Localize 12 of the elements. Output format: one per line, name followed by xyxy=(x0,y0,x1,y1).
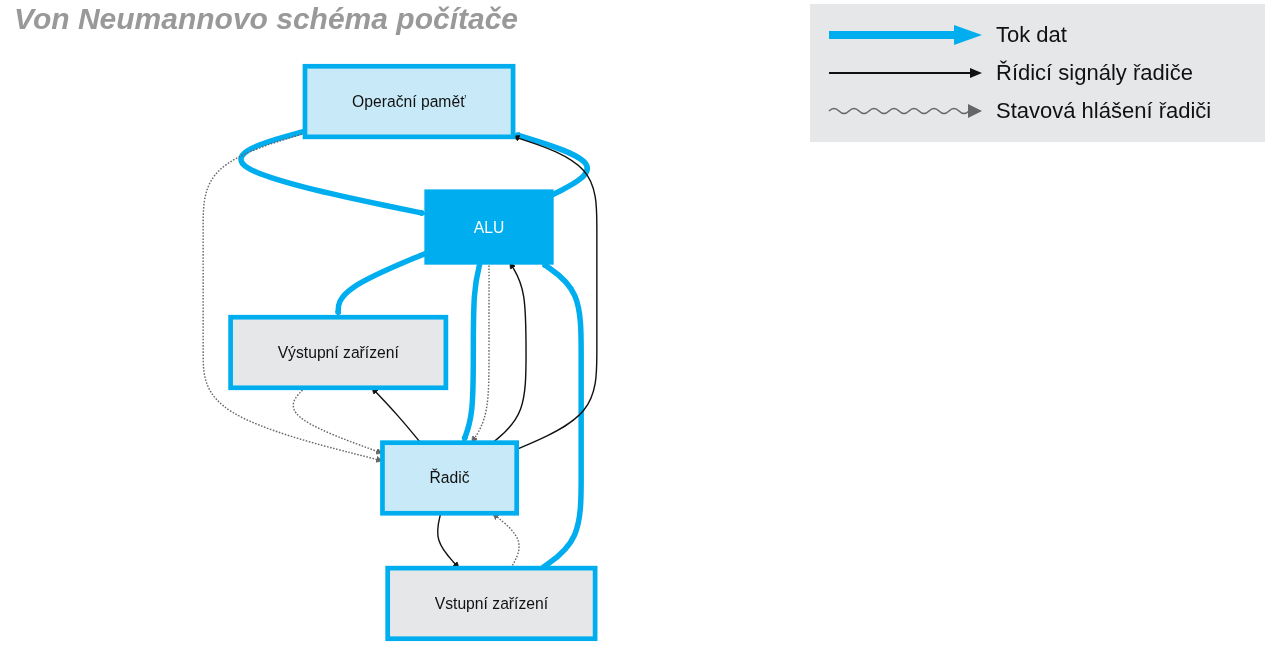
arrow xyxy=(238,128,427,217)
arrow xyxy=(512,135,598,451)
diagram-title: Von Neumannovo schéma počítače xyxy=(14,2,519,36)
legend-label: Tok dat xyxy=(996,22,1067,48)
legend-label: Stavová hlášení řadiči xyxy=(996,98,1212,124)
node-box: ALU xyxy=(424,189,554,265)
node-box: Řadič xyxy=(380,440,520,516)
arrow xyxy=(512,131,590,198)
node-box: Vstupní zařízení xyxy=(385,565,598,642)
node-box: Výstupní zařízení xyxy=(228,314,449,391)
legend-label: Řídicí signály řadiče xyxy=(996,60,1193,86)
node-box: Operační paměť xyxy=(302,63,516,140)
